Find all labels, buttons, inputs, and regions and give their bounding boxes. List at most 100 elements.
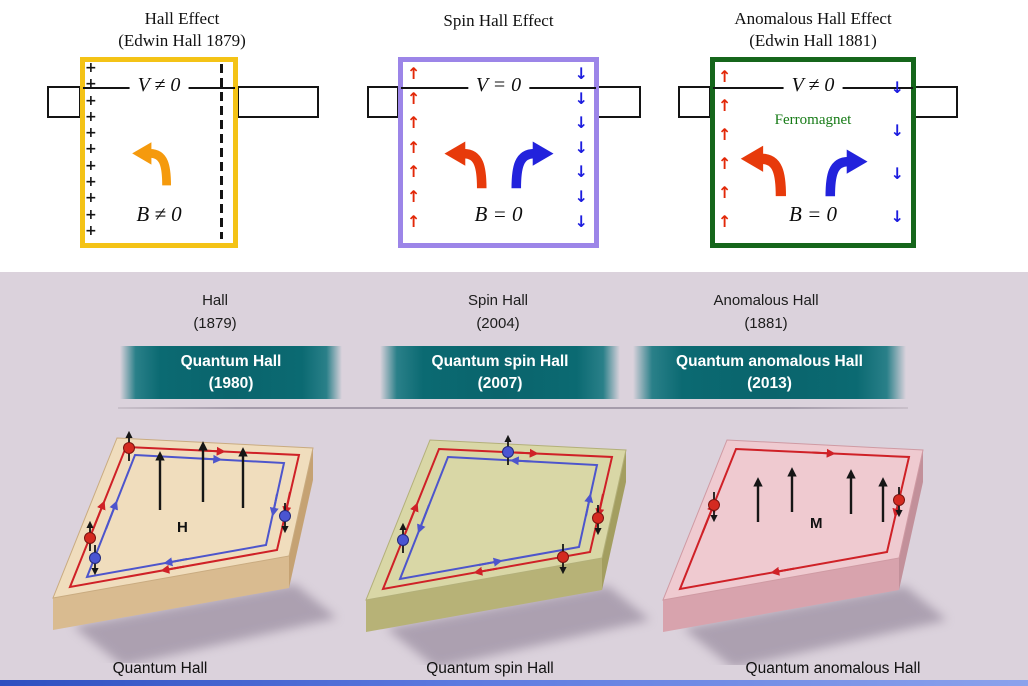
down-arrow-icon: ↓: [574, 162, 588, 182]
field-label: B = 0: [474, 202, 523, 226]
slab-shadow: [73, 584, 337, 663]
plus-icon: +: [85, 190, 97, 207]
spin-hall-sample-box: V = 0 ↑ ↑ ↑ ↑ ↑ ↑ ↑ ↓ ↓ ↓ ↓ ↓ ↓ ↓: [398, 57, 599, 248]
spin-up-electron: [397, 522, 409, 553]
up-arrow-icon: ↑: [718, 183, 732, 202]
plus-icon: +: [85, 157, 97, 174]
positive-charge-column: + + + + + + + + + + +: [85, 60, 97, 239]
plus-icon: +: [85, 76, 97, 93]
panel-title-line1: Hall Effect: [144, 9, 220, 28]
slab-side-face: [602, 450, 626, 590]
plus-icon: +: [85, 141, 97, 158]
down-arrow-icon: ↓: [890, 78, 904, 97]
down-arrow-icon: ↓: [574, 88, 588, 108]
hall-panel-title: Hall Effect (Edwin Hall 1879): [82, 8, 282, 51]
down-arrow-icon: ↓: [574, 113, 588, 133]
curved-arrow-left-icon: [132, 142, 171, 186]
up-arrow-icon: ↑: [407, 113, 421, 133]
field-label: B = 0: [789, 202, 837, 226]
spin-hall-panel-title: Spin Hall Effect: [398, 10, 599, 32]
classic-year: (2004): [476, 315, 520, 332]
panel-title-line2: (Edwin Hall 1879): [118, 30, 246, 50]
slab-shadow: [386, 586, 650, 665]
down-arrow-icon: ↓: [574, 186, 588, 206]
curved-arrow-left-icon: [444, 141, 487, 189]
down-arrow-icon: ↓: [574, 137, 588, 157]
field-symbol: H: [177, 519, 188, 536]
up-arrow-icon: ↑: [407, 88, 421, 108]
up-arrow-icon: ↑: [407, 186, 421, 206]
hall-sample-box: V ≠ 0 + + + + + + + + + + + B ≠ 0: [80, 57, 238, 248]
right-electrode: [914, 86, 958, 118]
quantum-effects-section: Hall (1879) Spin Hall (2004) Anomalous H…: [0, 272, 1028, 686]
plus-icon: +: [85, 60, 97, 76]
ferromagnet-label: Ferromagnet: [774, 112, 852, 128]
slide-footer-bar: [0, 680, 1028, 686]
magnetic-field-arrows: [155, 441, 248, 510]
slab-front-face: [366, 558, 602, 632]
up-arrow-icon: ↑: [407, 64, 421, 83]
anomalous-sample-box: V ≠ 0 Ferromagnet ↑ ↑ ↑ ↑ ↑ ↑ ↓ ↓ ↓ ↓: [710, 57, 916, 248]
curved-arrow-right-icon: [825, 149, 868, 197]
left-electrode: [678, 86, 711, 118]
quantum-year: (1980): [208, 375, 254, 392]
spin-down-arrow-column: ↓ ↓ ↓ ↓: [891, 66, 904, 238]
spin-down-electron: [893, 487, 905, 518]
curved-arrow-left-icon: [740, 145, 786, 197]
panel-title-line2: (Edwin Hall 1881): [749, 30, 877, 50]
classic-year: (1879): [193, 315, 237, 332]
quantum-name: Quantum spin Hall: [431, 353, 569, 370]
plus-icon: +: [85, 92, 97, 109]
slab-front-face: [53, 556, 289, 630]
quantum-anomalous-hall-banner: Quantum anomalous Hall (2013): [633, 346, 906, 399]
spin-down-electron: [89, 545, 101, 576]
quantum-anomalous-hall-slab: M: [662, 439, 947, 665]
quantum-spin-hall-label: Quantum spin Hall: [426, 660, 554, 677]
column-header-anomalous-hall: Anomalous Hall (1881): [656, 289, 876, 335]
classic-name: Spin Hall: [467, 292, 529, 309]
voltage-label: V = 0: [467, 74, 530, 97]
up-arrow-icon: ↑: [718, 212, 732, 231]
quantum-name: Quantum Hall: [180, 353, 282, 370]
up-arrow-icon: ↑: [407, 211, 421, 231]
quantum-year: (2007): [477, 375, 523, 392]
column-header-hall: Hall (1879): [105, 289, 325, 335]
spin-down-electron: [557, 544, 569, 575]
spin-down-arrow-column: ↓ ↓ ↓ ↓ ↓ ↓ ↓: [575, 62, 588, 234]
quantum-spin-hall-slab: [365, 434, 650, 665]
spin-up-arrow-column: ↑ ↑ ↑ ↑ ↑ ↑ ↑: [407, 62, 420, 234]
classic-year: (1881): [744, 315, 788, 332]
up-arrow-icon: ↑: [718, 67, 732, 86]
slab-side-face: [899, 450, 923, 590]
slab-top-face: [662, 439, 924, 601]
down-arrow-icon: ↓: [890, 164, 904, 183]
plus-icon: +: [85, 206, 97, 223]
plus-icon: +: [85, 222, 97, 239]
plus-icon: +: [85, 108, 97, 125]
plus-icon: +: [85, 174, 97, 191]
quantum-year: (2013): [747, 375, 792, 392]
classic-name: Hall: [202, 292, 228, 309]
spin-up-electron: [123, 430, 135, 461]
spin-down-electron: [279, 503, 291, 534]
down-arrow-icon: ↓: [890, 207, 904, 226]
spin-up-electron: [502, 434, 514, 465]
classic-name: Anomalous Hall: [713, 292, 819, 309]
up-arrow-icon: ↑: [407, 137, 421, 157]
spin-up-arrow-column: ↑ ↑ ↑ ↑ ↑ ↑: [718, 62, 731, 236]
panel-title-line1: Spin Hall Effect: [443, 11, 554, 30]
spin-down-electron: [708, 492, 720, 523]
counter-propagating-edge-loop: [398, 455, 599, 581]
right-electrode: [597, 86, 641, 118]
up-arrow-icon: ↑: [407, 162, 421, 182]
slab-top-face: [52, 437, 314, 599]
separator-line: [118, 407, 908, 409]
spin-up-electron: [84, 520, 96, 551]
quantum-hall-banner: Quantum Hall (1980): [120, 346, 342, 399]
magnetization-arrows: [753, 467, 888, 522]
plus-icon: +: [85, 125, 97, 142]
field-label: B ≠ 0: [136, 202, 182, 226]
quantum-hall-label: Quantum Hall: [112, 660, 208, 677]
curved-arrow-right-icon: [511, 141, 554, 189]
